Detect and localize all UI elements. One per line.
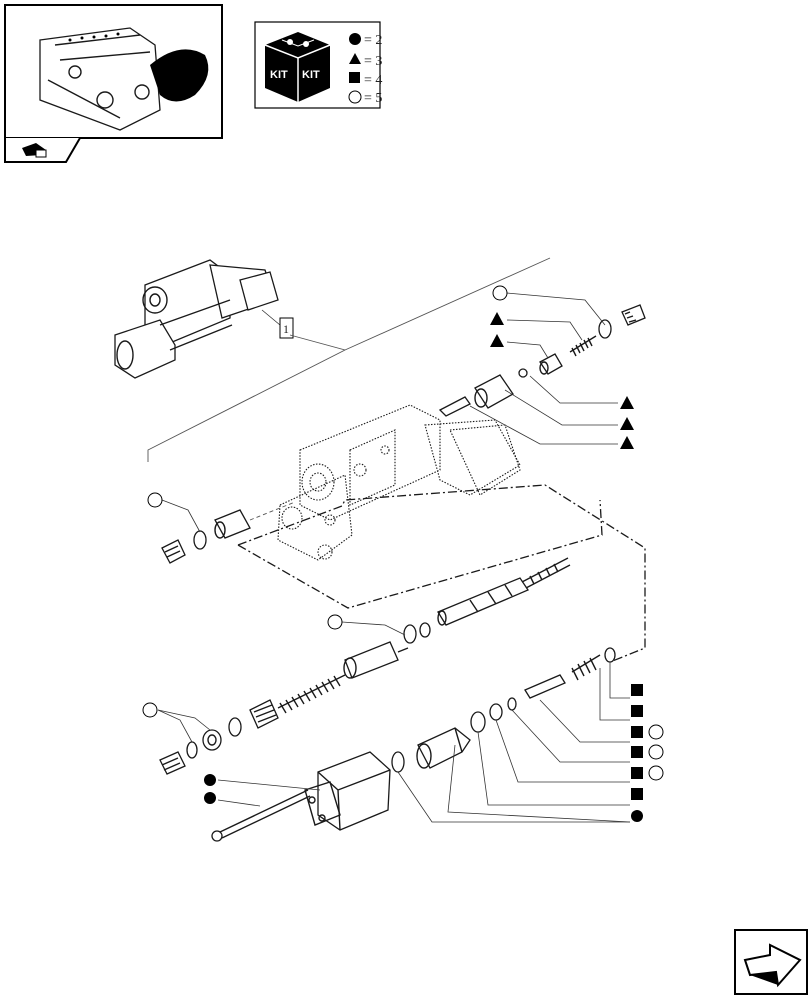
kit-left-text: KIT — [270, 69, 288, 81]
adjuster-plug — [159, 751, 186, 775]
tractor-section-icon — [22, 143, 47, 158]
kit-legend: KIT KIT = 2 = 3 = 4 = 5 — [254, 21, 382, 109]
left-oring — [193, 530, 207, 550]
section-outline-outer — [237, 484, 646, 663]
kit-right-text: KIT — [302, 69, 320, 81]
adjuster-seal — [186, 741, 198, 759]
triangle-marker — [490, 312, 504, 325]
lower-pin — [524, 674, 566, 699]
lower-oring-a — [604, 647, 616, 663]
square-marker — [631, 746, 643, 758]
section-outline-inner — [237, 499, 603, 609]
square-marker — [631, 788, 643, 800]
hollow-circle-marker — [648, 744, 664, 760]
triangle-qty: = 3 — [364, 54, 382, 69]
hollow-circle-marker — [327, 614, 343, 630]
reference-label: 1 — [283, 322, 289, 336]
triangle-marker — [490, 334, 504, 347]
adjuster-oring — [228, 717, 242, 737]
upper-pin — [438, 396, 471, 417]
square-qty: = 4 — [364, 73, 382, 88]
triangle-marker — [620, 417, 634, 430]
square-symbol — [349, 72, 360, 83]
hollow-circle-marker — [648, 724, 664, 740]
lower-ring-small — [507, 697, 517, 711]
lower-oring-b — [489, 703, 503, 721]
lower-oring-d — [391, 751, 405, 773]
solenoid-rod — [211, 789, 311, 842]
square-marker — [631, 684, 643, 696]
hollow-circle-marker — [142, 702, 158, 718]
square-marker — [631, 705, 643, 717]
hollow-qty: = 5 — [364, 91, 382, 106]
circle-marker — [631, 810, 643, 822]
upper-oring — [598, 319, 612, 339]
upper-plug — [621, 304, 646, 326]
triangle-marker — [620, 436, 634, 449]
kit-box-icon: KIT KIT — [264, 32, 331, 102]
triangle-symbol — [349, 53, 361, 64]
square-marker — [631, 726, 643, 738]
next-page-arrow-icon[interactable] — [734, 929, 808, 995]
left-plug — [161, 539, 186, 564]
overview-valve-assembly — [114, 259, 281, 379]
upper-poppet — [539, 353, 563, 375]
spool-oring — [403, 624, 417, 644]
circle-symbol — [349, 33, 361, 45]
circle-marker — [204, 792, 216, 804]
long-spring — [277, 674, 346, 714]
circle-marker — [204, 774, 216, 786]
left-sleeve — [214, 509, 251, 539]
upper-ball — [518, 368, 528, 378]
reference-box-1: 1 — [279, 317, 294, 339]
spool — [437, 557, 571, 626]
triangle-marker — [620, 396, 634, 409]
square-marker — [631, 767, 643, 779]
spool-washer — [419, 622, 431, 638]
valve-body — [277, 404, 521, 561]
hollow-circle-marker — [492, 285, 508, 301]
adjuster-washer — [202, 729, 222, 751]
circle-qty: = 2 — [364, 33, 382, 48]
thumbnail-hydraulic-unit — [39, 27, 209, 131]
hollow-circle-marker — [147, 492, 163, 508]
upper-spring — [569, 335, 597, 357]
hollow-circle-marker — [648, 765, 664, 781]
hollow-circle-symbol — [348, 90, 362, 104]
adjuster-screw — [249, 699, 279, 729]
spool-nut — [343, 641, 409, 679]
solenoid-coil — [304, 751, 391, 831]
lower-oring-c — [470, 711, 486, 733]
upper-sleeve — [474, 374, 514, 409]
lower-spring — [571, 654, 601, 681]
lower-piston — [416, 727, 471, 769]
